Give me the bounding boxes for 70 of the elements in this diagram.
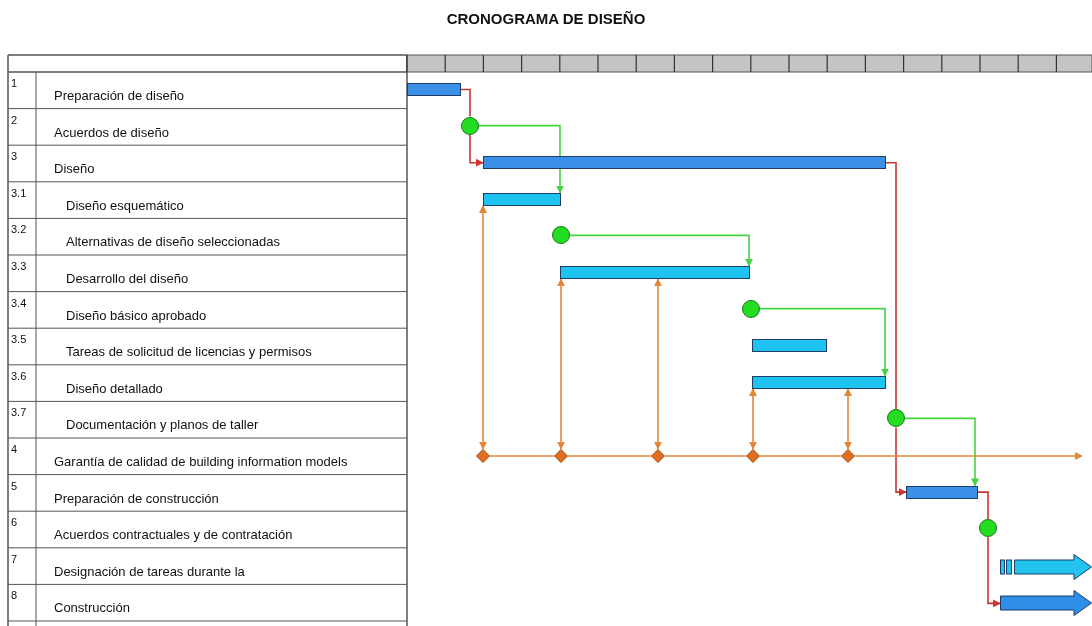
milestone-diamond [746,449,760,463]
row-number: 8 [11,589,18,602]
connector-line [977,491,989,520]
row-number: 4 [11,443,18,455]
connector-line [460,88,471,118]
milestone-circle [552,226,570,245]
connector-line [489,455,555,457]
connector-line [759,455,842,457]
row-number: 3.7 [11,406,27,419]
dependency-arrow [854,452,1083,460]
connector-line [885,161,897,411]
task-name: Diseño esquemático [66,197,184,213]
task-name: Diseño [54,161,95,177]
row-number: 3.6 [11,369,27,382]
task-name: Desarrollo del diseño [66,271,189,286]
dependency-arrow [654,278,662,450]
milestone-circle [979,519,997,538]
task-name: Construcción [54,600,130,616]
task-bar [906,485,978,499]
task-bar [752,375,886,389]
task-bar [483,156,886,170]
row-number: 3.3 [11,260,27,272]
dependency-arrow [569,234,753,267]
task-name: Acuerdos contractuales y de contratación [54,527,293,543]
connector-line [567,455,652,457]
block-arrow [1000,553,1092,580]
row-number: 3.5 [11,333,27,346]
task-bar [752,339,827,353]
dependency-arrow [904,417,979,487]
dependency-arrow [844,388,852,450]
task-name: Alternativas de diseño seleccionadas [66,234,280,250]
dependency-arrow [749,388,757,450]
task-bar [483,192,561,206]
task-bar [407,83,461,96]
dependency-arrow [557,278,565,450]
dependency-arrow [478,124,564,194]
task-name: Garantía de calidad de building information models [54,454,348,469]
task-name: Diseño básico aprobado [66,307,207,323]
task-name: Designación de tareas durante la [54,563,245,579]
row-number: 2 [11,113,18,126]
milestone-diamond [651,449,665,463]
task-name: Preparación de construcción [54,490,219,506]
row-number: 3.1 [11,186,27,199]
milestone-circle [887,409,905,428]
row-number: 6 [11,516,18,529]
block-arrow [1000,590,1092,617]
row-number: 5 [11,479,18,492]
dependency-arrow [987,536,1001,608]
dependency-arrow [479,205,487,450]
task-name: Tareas de solicitud de licencias y permisos [66,344,312,360]
dependency-arrow [895,426,907,497]
task-name: Acuerdos de diseño [54,124,169,140]
task-bar [560,266,750,279]
row-number: 1 [11,77,18,89]
task-name: Diseño detallado [66,380,163,396]
milestone-diamond [476,449,490,463]
milestone-diamond [841,449,855,463]
task-name: Documentación y planos de taller [66,417,259,433]
row-number: 7 [11,552,18,565]
row-number: 3.4 [11,296,27,309]
task-name: Preparación de diseño [54,88,185,103]
milestone-circle [742,299,760,318]
dependency-arrow [469,133,484,167]
chart-title: CRONOGRAMA DE DISEÑO [446,10,646,27]
row-number: 3.2 [11,223,27,236]
milestone-diamond [554,449,568,463]
row-number: 3 [11,150,18,163]
connector-line [664,455,747,457]
milestone-circle [461,116,479,135]
dependency-arrow [759,307,889,377]
